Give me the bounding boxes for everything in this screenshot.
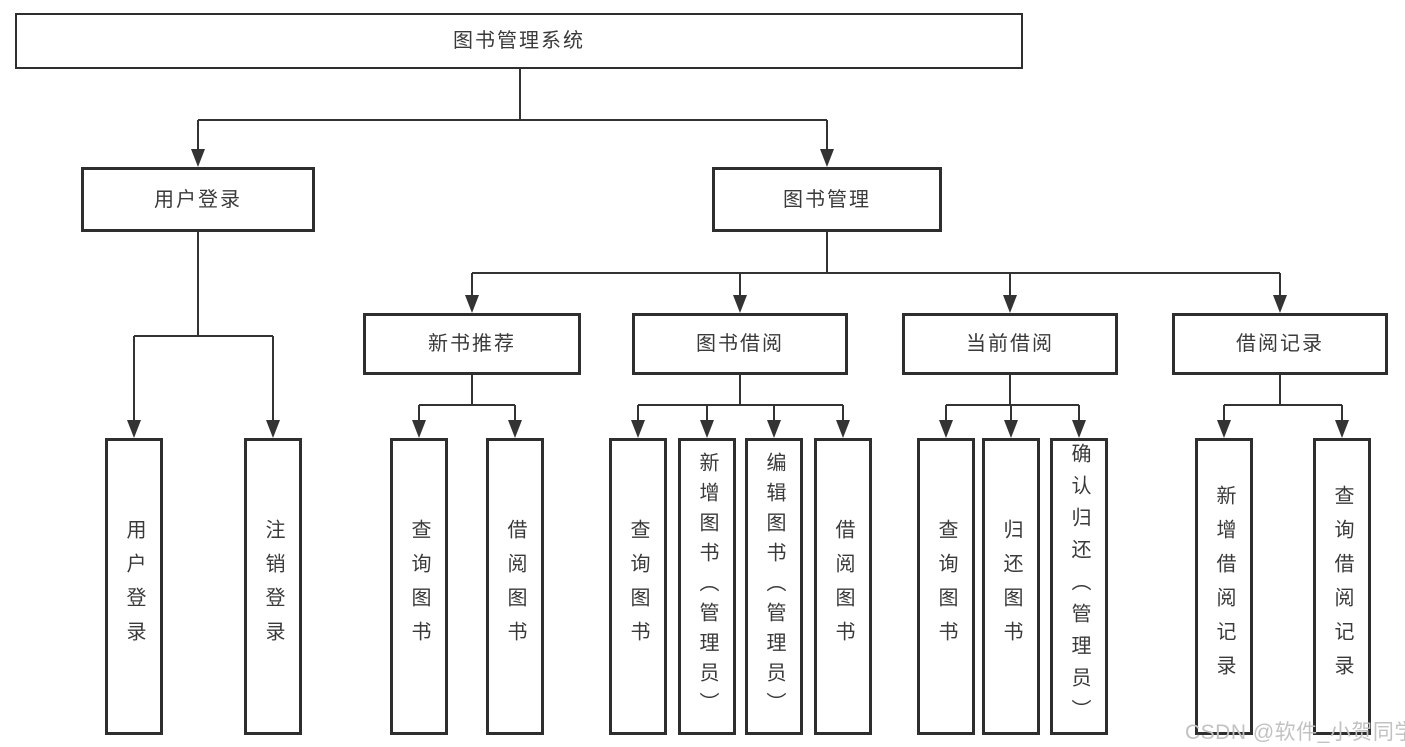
node-add-books-admin: 新增图书（管理员） xyxy=(678,438,736,735)
node-label: 确认归还（管理员） xyxy=(1068,442,1090,731)
node-label: 借阅图书 xyxy=(504,518,526,655)
arrow-down-icon xyxy=(1217,420,1231,438)
node-label: 注销登录 xyxy=(262,518,284,655)
node-add-borrow-record: 新增借阅记录 xyxy=(1195,438,1253,735)
node-label: 编辑图书（管理员） xyxy=(763,451,785,722)
arrow-down-icon xyxy=(767,420,781,438)
node-label: 新增借阅记录 xyxy=(1213,484,1235,689)
arrow-down-icon xyxy=(700,420,714,438)
node-library-management-system: 图书管理系统 xyxy=(15,13,1023,69)
node-book-management: 图书管理 xyxy=(712,167,942,232)
arrow-down-icon xyxy=(266,420,280,438)
node-book-borrowing: 图书借阅 xyxy=(632,313,848,375)
node-query-books-recommend: 查询图书 xyxy=(390,438,448,735)
arrow-down-icon xyxy=(836,420,850,438)
connector-book-management-children xyxy=(465,232,1287,313)
arrow-down-icon xyxy=(508,420,522,438)
arrow-down-icon xyxy=(191,149,205,167)
node-query-borrow-record: 查询借阅记录 xyxy=(1313,438,1371,735)
arrow-down-icon xyxy=(1004,420,1018,438)
node-user-login: 用户登录 xyxy=(81,167,315,232)
node-edit-books-admin: 编辑图书（管理员） xyxy=(745,438,803,735)
connector-current-borrowing-children xyxy=(939,375,1086,438)
arrow-down-icon xyxy=(631,420,645,438)
arrow-down-icon xyxy=(820,149,834,167)
node-return-books: 归还图书 xyxy=(982,438,1040,735)
node-label: 查询借阅记录 xyxy=(1331,484,1353,689)
node-confirm-return-admin: 确认归还（管理员） xyxy=(1050,438,1108,735)
node-query-books-current: 查询图书 xyxy=(917,438,975,735)
node-label: 查询图书 xyxy=(935,518,957,655)
node-label: 查询图书 xyxy=(627,518,649,655)
node-borrowing-records: 借阅记录 xyxy=(1172,313,1388,375)
node-label: 借阅图书 xyxy=(832,518,854,655)
arrow-down-icon xyxy=(1335,420,1349,438)
arrow-down-icon xyxy=(733,295,747,313)
arrow-down-icon xyxy=(127,420,141,438)
arrow-down-icon xyxy=(412,420,426,438)
connector-book-borrowing-children xyxy=(631,375,850,438)
node-query-books-borrowing: 查询图书 xyxy=(609,438,667,735)
arrow-down-icon xyxy=(1072,420,1086,438)
connector-new-book-recommend-children xyxy=(412,375,522,438)
node-label: 查询图书 xyxy=(408,518,430,655)
node-user-login-leaf: 用户登录 xyxy=(105,438,163,735)
node-logout-leaf: 注销登录 xyxy=(244,438,302,735)
connector-borrowing-records-children xyxy=(1217,375,1349,438)
node-label: 用户登录 xyxy=(123,518,145,655)
arrow-down-icon xyxy=(465,295,479,313)
node-label: 新增图书（管理员） xyxy=(696,451,718,722)
node-borrow-books-recommend: 借阅图书 xyxy=(486,438,544,735)
arrow-down-icon xyxy=(1273,295,1287,313)
node-label: 归还图书 xyxy=(1000,518,1022,655)
node-new-book-recommend: 新书推荐 xyxy=(363,313,581,375)
connector-user-login-children xyxy=(127,232,280,438)
arrow-down-icon xyxy=(939,420,953,438)
node-current-borrowing: 当前借阅 xyxy=(902,313,1118,375)
connector-root-to-level2 xyxy=(191,69,834,167)
arrow-down-icon xyxy=(1003,295,1017,313)
csdn-watermark: CSDN @软件_小贺同学 xyxy=(1185,721,1405,744)
node-borrow-books-leaf: 借阅图书 xyxy=(814,438,872,735)
